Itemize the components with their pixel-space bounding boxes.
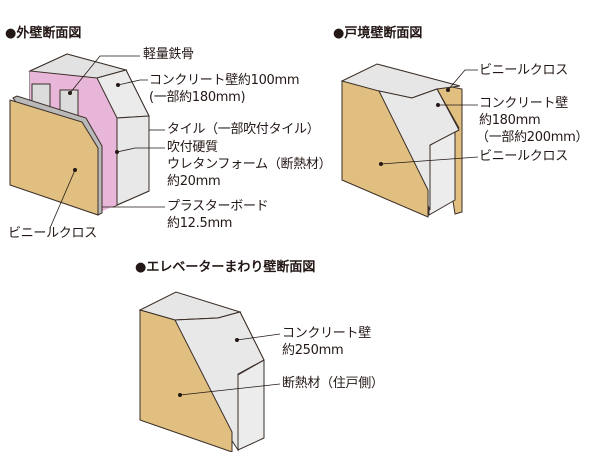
label-plaster-board: プラスターボード [167, 199, 269, 214]
label-vinyl-cloth-front: ビニールクロス [479, 149, 568, 164]
vinyl-cloth-board [9, 99, 99, 216]
label-vinyl-cloth: ビニールクロス [8, 226, 97, 241]
front-cloth-face [341, 80, 429, 218]
label-concrete: コンクリート壁 [479, 96, 568, 111]
exterior-wall-illustration [9, 53, 150, 216]
concrete-front-face [116, 115, 150, 206]
label-vinyl-cloth-top: ビニールクロス [479, 63, 568, 78]
label-180mm: 約180mm [479, 113, 541, 128]
label-concrete-elevator: コンクリート壁 [282, 326, 371, 341]
party-wall-leader-lines [378, 69, 479, 166]
label-partial-180: (一部約180mm) [149, 90, 246, 105]
label-insulation: 断熱材（住戸側） [282, 376, 384, 391]
exterior-wall-title: ●外壁断面図 [5, 26, 82, 41]
insulation-face [139, 309, 233, 452]
label-urethane: ウレタンフォーム（断熱材） [167, 157, 332, 172]
elevator-leader-lines [177, 333, 281, 397]
label-light-steel: 軽量鉄骨 [143, 47, 194, 62]
label-tile: タイル（一部吹付タイル） [167, 122, 320, 137]
label-20mm: 約20mm [167, 174, 221, 189]
party-wall-title: ●戸境壁断面図 [333, 26, 423, 41]
elevator-wall-illustration [138, 291, 265, 452]
exterior-leader-lines [49, 55, 165, 229]
label-concrete-100: コンクリート壁約100mm [149, 73, 300, 88]
label-250mm: 約250mm [282, 343, 344, 358]
label-12-5mm: 約12.5mm [167, 216, 233, 231]
elevator-wall-title: ●エレベーターまわり壁断面図 [135, 260, 316, 275]
label-partial-200: （一部約200mm） [476, 130, 589, 145]
party-wall-illustration [340, 63, 463, 218]
label-spray-rigid: 吹付硬質 [167, 140, 218, 155]
